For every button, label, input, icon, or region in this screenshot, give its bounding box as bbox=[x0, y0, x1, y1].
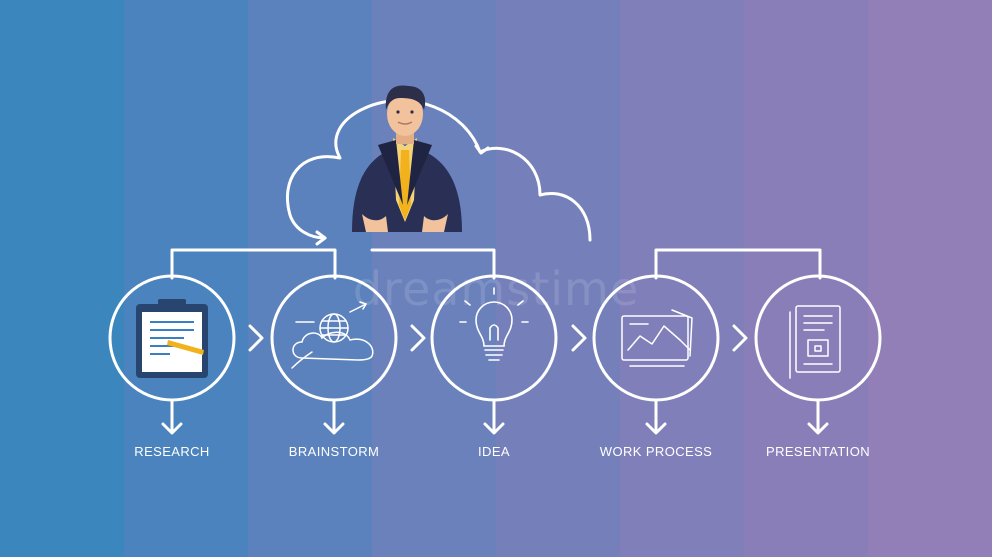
step-label-research: RESEARCH bbox=[134, 444, 210, 459]
down-arrow-icon bbox=[807, 398, 829, 435]
background-band bbox=[496, 0, 620, 557]
globe-cloud-icon bbox=[291, 301, 374, 369]
chevron-right-icon bbox=[410, 324, 426, 352]
step-label-brainstorm: BRAINSTORM bbox=[288, 444, 380, 459]
businessman-icon bbox=[352, 85, 462, 232]
down-arrow-icon bbox=[645, 398, 667, 435]
down-arrow-icon bbox=[323, 398, 345, 435]
cloud-arrow-left bbox=[315, 230, 327, 246]
background-band bbox=[868, 0, 992, 557]
down-arrow-icon bbox=[483, 398, 505, 435]
chevron-right-icon bbox=[571, 324, 587, 352]
clipboard-icon bbox=[136, 299, 208, 378]
down-arrow-icon bbox=[161, 398, 183, 435]
chevron-right-icon bbox=[732, 324, 748, 352]
step-circle-presentation bbox=[754, 274, 882, 402]
chevron-right-icon bbox=[248, 324, 264, 352]
cloud-arrow-right bbox=[474, 144, 490, 155]
step-label-presentation: PRESENTATION bbox=[766, 444, 870, 459]
step-label-work-process: WORK PROCESS bbox=[599, 444, 713, 459]
background-band bbox=[0, 0, 124, 557]
connector-center bbox=[370, 248, 496, 280]
connector-left bbox=[170, 248, 337, 280]
chart-board-icon bbox=[621, 309, 693, 367]
connector-right bbox=[654, 248, 822, 280]
step-label-idea: IDEA bbox=[478, 444, 510, 459]
document-icon bbox=[789, 305, 841, 379]
lightbulb-icon bbox=[459, 287, 529, 361]
step-circle-brainstorm bbox=[270, 274, 398, 402]
